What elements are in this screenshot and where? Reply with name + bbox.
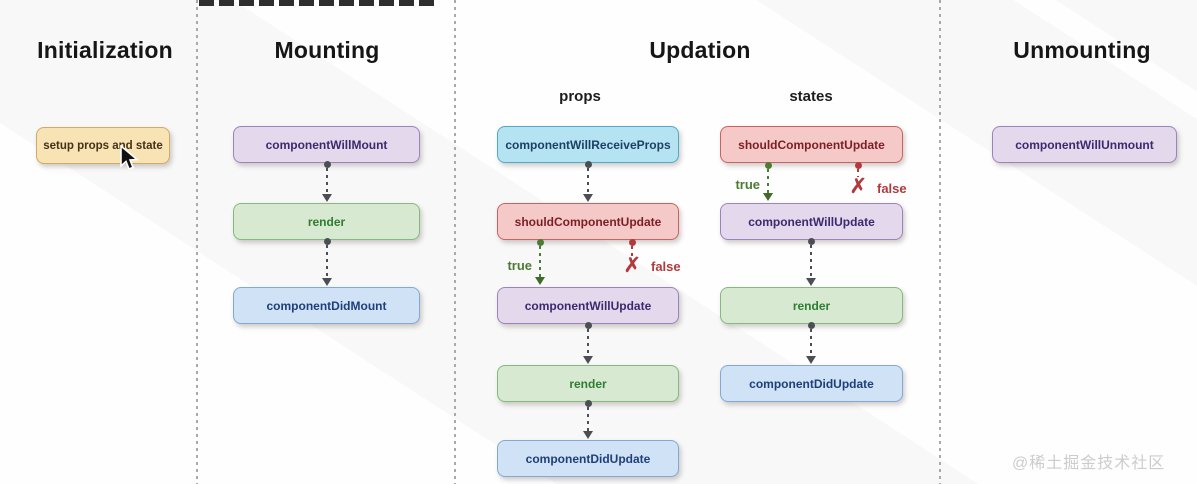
- node-label: componentWillUpdate: [524, 298, 652, 313]
- node-render: render: [720, 287, 903, 324]
- branch-false-arrow: [852, 162, 864, 177]
- node-label: componentDidUpdate: [749, 376, 874, 391]
- column-divider: [454, 0, 456, 484]
- node-label: componentWillMount: [265, 137, 388, 152]
- branch-true-label: true: [735, 177, 760, 192]
- node-label: render: [569, 376, 607, 391]
- branch-true-label: true: [507, 258, 532, 273]
- node-label: shouldComponentUpdate: [738, 137, 885, 152]
- arrow-down: [582, 161, 594, 202]
- column-title-initialization: Initialization: [37, 37, 173, 63]
- column-title-unmounting: Unmounting: [1013, 37, 1151, 63]
- arrow-down: [321, 238, 333, 286]
- node-label: componentDidUpdate: [525, 451, 651, 466]
- arrow-down: [582, 322, 594, 364]
- node-componentWillMount: componentWillMount: [233, 126, 420, 163]
- node-label: render: [792, 298, 831, 313]
- arrow-down: [321, 161, 333, 202]
- node-label: setup props and state: [43, 139, 163, 152]
- node-componentWillUnmount: componentWillUnmount: [992, 126, 1177, 163]
- node-render: render: [497, 365, 679, 402]
- arrow-down: [805, 322, 817, 364]
- watermark: @稀土掘金技术社区: [1012, 455, 1166, 472]
- column-title-mounting: Mounting: [274, 37, 380, 63]
- node-componentWillReceiveProps: componentWillReceiveProps: [497, 126, 679, 163]
- node-componentDidUpdate: componentDidUpdate: [720, 365, 903, 402]
- branch-false-arrow: [626, 239, 638, 256]
- column-title-updation: Updation: [649, 37, 751, 63]
- arrow-down: [805, 238, 817, 286]
- branch-true-arrow: [534, 239, 546, 285]
- branch-false-label: false: [877, 181, 907, 196]
- cropped-artifact-bar: [199, 0, 439, 6]
- node-setup-props-and-state: setup props and state: [36, 127, 170, 164]
- column-divider: [196, 0, 198, 484]
- node-label: componentWillReceiveProps: [505, 137, 671, 152]
- node-label: componentWillUnmount: [1015, 137, 1154, 152]
- node-render: render: [233, 203, 420, 240]
- node-label: render: [307, 214, 346, 229]
- node-shouldComponentUpdate: shouldComponentUpdate: [497, 203, 679, 240]
- node-label: shouldComponentUpdate: [514, 214, 662, 229]
- branch-true-arrow: [762, 162, 774, 201]
- background-chevron: [519, 0, 1197, 484]
- node-componentDidUpdate: componentDidUpdate: [497, 440, 679, 477]
- node-componentWillUpdate: componentWillUpdate: [497, 287, 679, 324]
- false-x-icon: ✗: [849, 175, 867, 198]
- node-label: componentWillUpdate: [748, 214, 875, 229]
- subcolumn-title-states: states: [789, 88, 833, 105]
- false-x-icon: ✗: [623, 254, 641, 277]
- node-label: componentDidMount: [266, 298, 387, 313]
- arrow-down: [582, 400, 594, 439]
- node-shouldComponentUpdate: shouldComponentUpdate: [720, 126, 903, 163]
- node-componentWillUpdate: componentWillUpdate: [720, 203, 903, 240]
- branch-false-label: false: [651, 259, 681, 274]
- column-divider: [939, 0, 941, 484]
- mouse-cursor-icon: [118, 144, 142, 178]
- node-componentDidMount: componentDidMount: [233, 287, 420, 324]
- subcolumn-title-props: props: [559, 88, 601, 105]
